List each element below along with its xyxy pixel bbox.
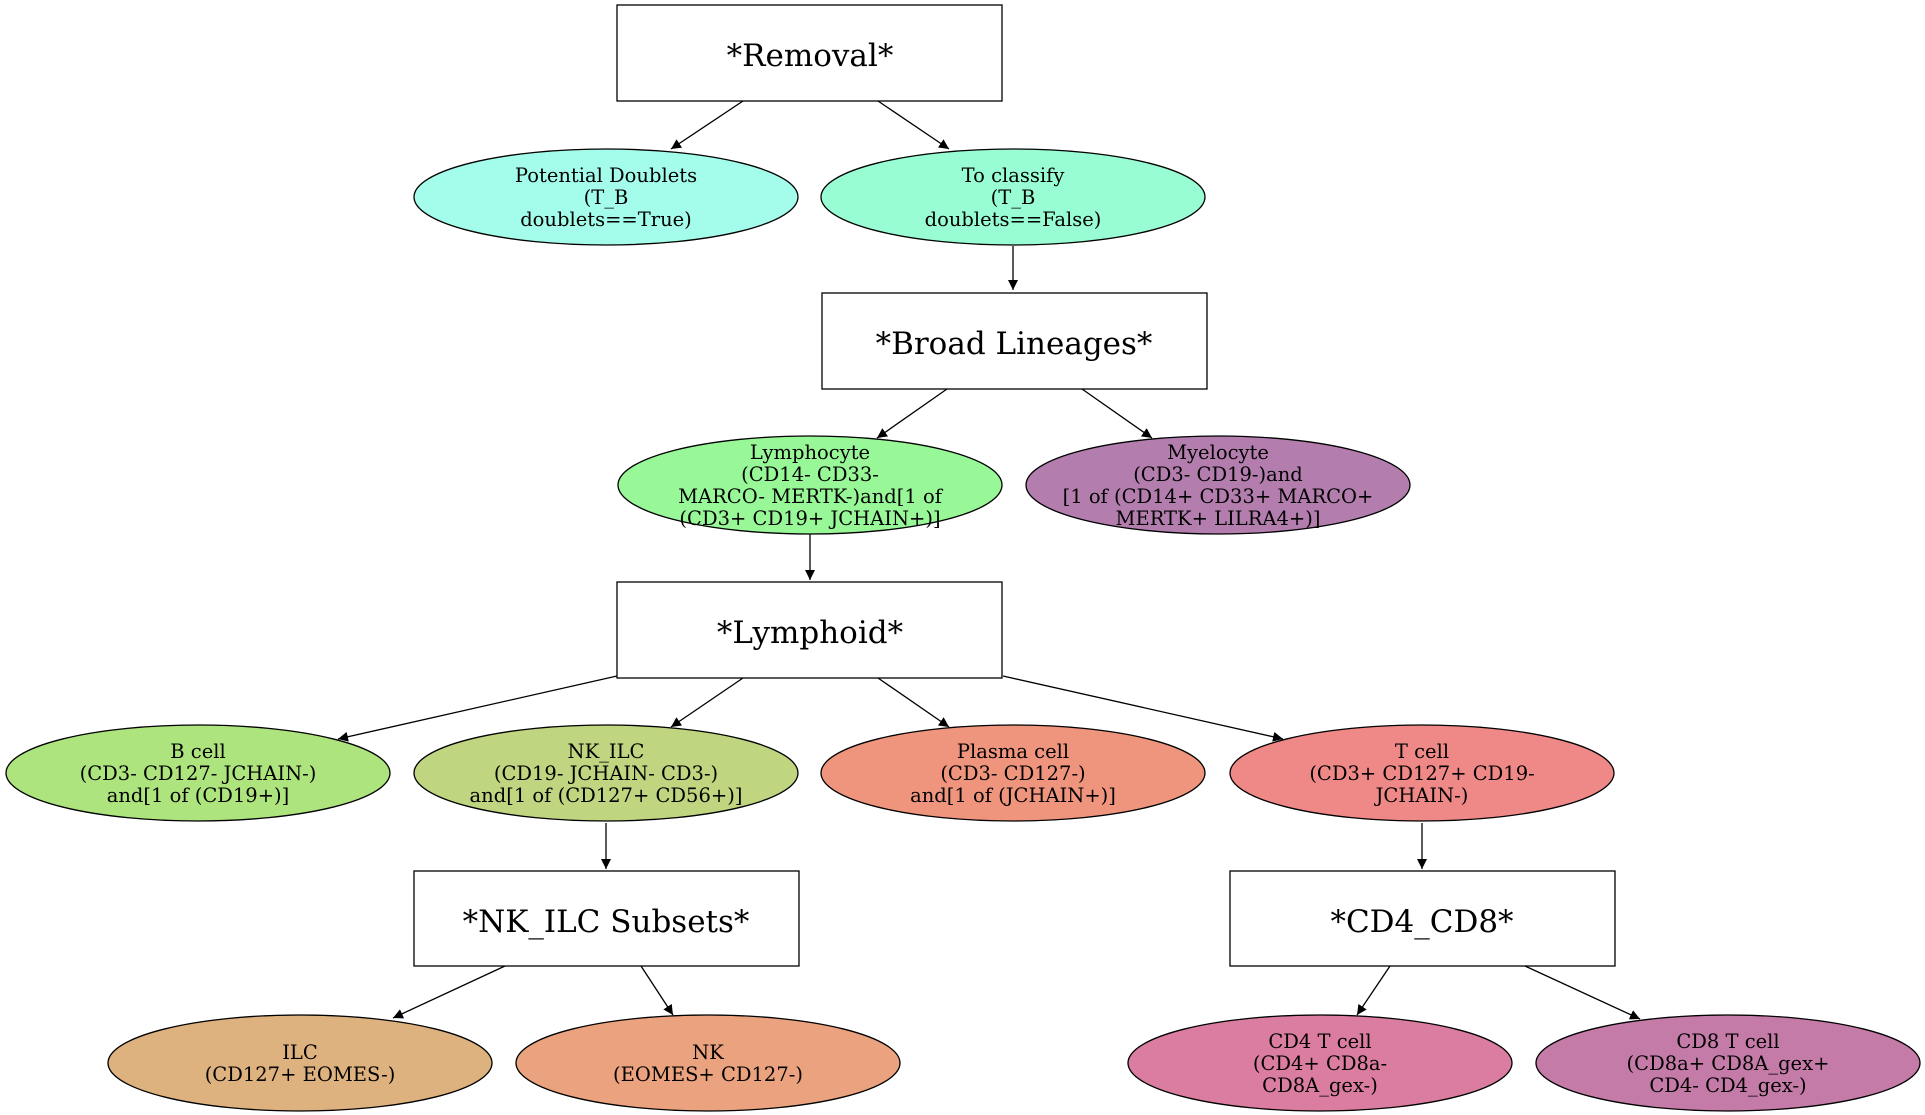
population-ilc: ILC(CD127+ EOMES-) — [107, 1014, 493, 1112]
edge-removal-doublets — [670, 100, 744, 150]
lymphocyte-label-line: (CD3+ CD19+ JCHAIN+)] — [679, 507, 940, 530]
lymphocyte-label-line: MARCO- MERTK-)and[1 of — [678, 485, 944, 508]
potential-doublets-label-line: doublets==True) — [520, 208, 692, 231]
population-cd4-t-cell: CD4 T cell(CD4+ CD8a-CD8A_gex-) — [1127, 1014, 1513, 1112]
nk-ilc-label-line: NK_ILC — [568, 740, 645, 763]
cd8-t-cell-label-line: CD8 T cell — [1676, 1030, 1779, 1053]
nk-label-line: (EOMES+ CD127-) — [613, 1063, 803, 1086]
b-cell-label-line: B cell — [170, 740, 225, 763]
myelocyte-label-line: (CD3- CD19-)and — [1133, 463, 1303, 486]
edge-lymphoid-plasma — [877, 677, 950, 728]
edge-lymphoid-bcell — [337, 675, 618, 742]
population-plasma-cell: Plasma cell(CD3- CD127-)and[1 of (JCHAIN… — [820, 724, 1206, 822]
nk-ilc-label-line: (CD19- JCHAIN- CD3-) — [494, 762, 718, 785]
to-classify-label-line: doublets==False) — [925, 208, 1102, 231]
to-classify-label-line: To classify — [962, 164, 1065, 187]
b-cell-label-line: (CD3- CD127- JCHAIN-) — [80, 762, 317, 785]
edge-lymphoid-tcell — [1002, 675, 1284, 742]
gate-nk-ilc-subsets: *NK_ILC Subsets* — [413, 870, 800, 967]
gate-nk-ilc-subsets-label: *NK_ILC Subsets* — [463, 904, 750, 940]
plasma-cell-label-line: (CD3- CD127-) — [940, 762, 1085, 785]
population-nk-ilc: NK_ILC(CD19- JCHAIN- CD3-)and[1 of (CD12… — [413, 724, 799, 822]
population-t-cell: T cell(CD3+ CD127+ CD19-JCHAIN-) — [1229, 724, 1615, 822]
gate-lymphoid: *Lymphoid* — [616, 581, 1003, 679]
myelocyte-label-line: [1 of (CD14+ CD33+ MARCO+ — [1063, 485, 1374, 508]
cd4-t-cell-label-line: CD8A_gex-) — [1262, 1074, 1378, 1097]
cd8-t-cell-label-line: CD4- CD4_gex-) — [1649, 1074, 1806, 1097]
plasma-cell-label-line: and[1 of (JCHAIN+)] — [910, 784, 1116, 807]
gate-removal: *Removal* — [616, 4, 1003, 102]
edge-broad-myelocyte — [1081, 388, 1153, 439]
edge-cd4cd8-cd4 — [1356, 965, 1391, 1016]
edge-lymphoid-nkilc — [670, 677, 744, 728]
edges — [337, 100, 1641, 1020]
edge-subsets-ilc — [392, 965, 506, 1019]
lymphocyte-label-line: (CD14- CD33- — [741, 463, 879, 486]
edge-removal-toclassify — [877, 100, 950, 150]
edge-broad-lymphocyte — [876, 388, 948, 439]
gate-broad-lineages: *Broad Lineages* — [821, 292, 1208, 390]
population-nk: NK(EOMES+ CD127-) — [515, 1014, 901, 1112]
cd8-t-cell-label-line: (CD8a+ CD8A_gex+ — [1627, 1052, 1830, 1075]
gate-broad-lineages-label: *Broad Lineages* — [876, 326, 1153, 362]
nk-ilc-label-line: and[1 of (CD127+ CD56+)] — [470, 784, 743, 807]
ilc-label-line: (CD127+ EOMES-) — [205, 1063, 396, 1086]
nk-label-line: NK — [692, 1041, 724, 1064]
t-cell-label-line: (CD3+ CD127+ CD19- — [1309, 762, 1534, 785]
t-cell-label-line: JCHAIN-) — [1374, 784, 1469, 807]
b-cell-label-line: and[1 of (CD19+)] — [107, 784, 290, 807]
gate-removal-label: *Removal* — [727, 38, 894, 74]
population-lymphocyte: Lymphocyte(CD14- CD33-MARCO- MERTK-)and[… — [617, 435, 1003, 535]
ilc-label-line: ILC — [282, 1041, 318, 1064]
lymphocyte-label-line: Lymphocyte — [750, 441, 870, 464]
gate-cd4-cd8-label: *CD4_CD8* — [1330, 904, 1513, 940]
edge-cd4cd8-cd8 — [1524, 965, 1641, 1020]
cd4-t-cell-label-line: CD4 T cell — [1268, 1030, 1371, 1053]
population-myelocyte: Myelocyte(CD3- CD19-)and[1 of (CD14+ CD3… — [1025, 435, 1411, 535]
plasma-cell-label-line: Plasma cell — [957, 740, 1069, 763]
potential-doublets-label-line: (T_B — [584, 186, 629, 209]
population-b-cell: B cell(CD3- CD127- JCHAIN-)and[1 of (CD1… — [5, 724, 391, 822]
gate-cd4-cd8: *CD4_CD8* — [1229, 870, 1616, 967]
t-cell-label-line: T cell — [1395, 740, 1449, 763]
to-classify-label-line: (T_B — [991, 186, 1036, 209]
potential-doublets-label-line: Potential Doublets — [515, 164, 697, 187]
edge-subsets-nk — [640, 965, 674, 1016]
gate-lymphoid-label: *Lymphoid* — [717, 615, 903, 651]
myelocyte-label-line: Myelocyte — [1167, 441, 1269, 464]
population-cd8-t-cell: CD8 T cell(CD8a+ CD8A_gex+CD4- CD4_gex-) — [1535, 1014, 1921, 1112]
myelocyte-label-line: MERTK+ LILRA4+)] — [1116, 507, 1321, 530]
cd4-t-cell-label-line: (CD4+ CD8a- — [1253, 1052, 1387, 1075]
